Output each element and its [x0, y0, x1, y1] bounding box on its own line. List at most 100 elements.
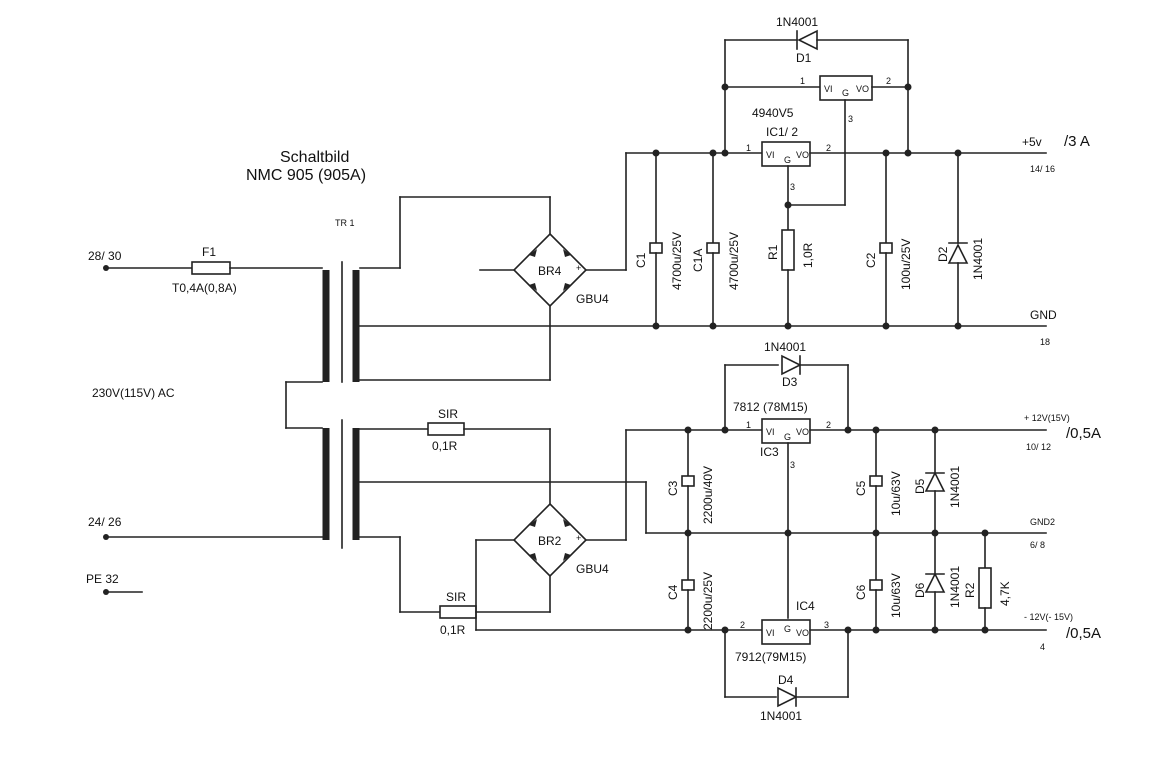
pin-primary-b: 24/ 26	[88, 515, 122, 529]
junctions-12v	[684, 426, 989, 634]
d5-value: 1N4001	[948, 466, 962, 508]
diode-d6: D6 1N4001	[913, 532, 962, 631]
c2-ref: C2	[864, 252, 878, 268]
resistor-r1: R1 1,0R	[766, 165, 815, 327]
svg-text:VI: VI	[766, 427, 775, 437]
r2-ref: R2	[963, 582, 977, 598]
ic3-part: 7812 (78M15)	[733, 400, 808, 414]
svg-text:VI: VI	[766, 628, 775, 638]
d3-ref: D3	[782, 375, 798, 389]
resistor-r2: R2 4,7K	[963, 532, 1012, 631]
r1-value: 1,0R	[801, 242, 815, 268]
c3-ref: C3	[666, 480, 680, 496]
secondary-5v-wiring	[359, 152, 1047, 381]
bridge-br4: BR4 GBU4 +	[512, 232, 609, 308]
br2-ref: BR2	[538, 534, 562, 548]
c6-ref: C6	[854, 584, 868, 600]
resistor-sir-bottom	[439, 605, 477, 619]
primary-voltage: 230V(115V) AC	[92, 386, 175, 400]
regulator-ic3: VI G VO 1 2 3 7812 (78M15) IC3	[733, 400, 831, 619]
regulator-4940v5: VI G VO 1 2 3 4940V5	[724, 75, 909, 206]
d5-ref: D5	[913, 478, 927, 494]
d3-value: 1N4001	[764, 340, 806, 354]
pin-pe: PE 32	[86, 572, 119, 586]
c6-value: 10u/63V	[889, 573, 903, 618]
junctions-5v	[652, 83, 962, 330]
c5-value: 10u/63V	[889, 471, 903, 516]
out-neg12v-current: /0,5A	[1066, 625, 1101, 642]
svg-text:1: 1	[746, 420, 751, 430]
sir-bottom-ref: SIR	[446, 590, 466, 604]
c4-ref: C4	[666, 584, 680, 600]
svg-text:VI: VI	[766, 150, 775, 160]
pin-gnd2: 6/ 8	[1030, 540, 1045, 550]
primary-input: 28/ 30 F1 T0,4A(0,8A) 24/ 26 230V(115V) …	[86, 245, 323, 595]
d4-value: 1N4001	[760, 709, 802, 723]
transformer-ref: TR 1	[335, 218, 355, 228]
c1a-value: 4700u/25V	[727, 232, 741, 290]
fuse-f1	[191, 261, 231, 275]
regulator-ic1: VI G VO 1 2 3 IC1/ 2	[746, 125, 831, 192]
gnd2-label: GND2	[1030, 517, 1055, 527]
diode-d1: 1N4001 D1	[724, 15, 909, 88]
f1-value: T0,4A(0,8A)	[172, 281, 237, 295]
diode-d4: D4 1N4001	[724, 629, 849, 723]
svg-text:2: 2	[826, 420, 831, 430]
capacitor-c4: C4 2200u/25V	[666, 532, 715, 631]
ic4-part: 7912(79M15)	[735, 650, 806, 664]
ic1-ref: IC1/ 2	[766, 125, 798, 139]
capacitor-c5: C5 10u/63V	[854, 429, 903, 534]
capacitor-c3: C3 2200u/40V	[666, 429, 715, 534]
svg-text:VO: VO	[796, 150, 809, 160]
regulator-ic4: VI G VO 2 3 IC4 7912(79M15)	[735, 599, 829, 664]
transformer-tr1: TR 1	[285, 218, 360, 549]
secondary-12v-wiring: SIR 0,1R SIR 0,1R	[359, 407, 1047, 637]
out-12v-current: /0,5A	[1066, 425, 1101, 442]
sir-top-ref: SIR	[438, 407, 458, 421]
svg-text:G: G	[784, 155, 791, 165]
resistor-sir-top	[427, 422, 465, 436]
svg-text:VI: VI	[824, 84, 833, 94]
f1-ref: F1	[202, 245, 216, 259]
svg-text:3: 3	[790, 182, 795, 192]
c3-value: 2200u/40V	[701, 466, 715, 524]
pin-out-neg12v: 4	[1040, 642, 1045, 652]
pin-primary-a: 28/ 30	[88, 249, 122, 263]
svg-text:2: 2	[886, 76, 891, 86]
sir-bottom-value: 0,1R	[440, 623, 466, 637]
d1-ref: D1	[796, 51, 812, 65]
capacitor-c1: C1 4700u/25V	[634, 152, 684, 327]
r2-value: 4,7K	[998, 581, 1012, 606]
rail-neg12v: - 12V(- 15V) /0,5A 4	[809, 612, 1101, 652]
d1-value: 1N4001	[776, 15, 818, 29]
br2-plus: +	[576, 533, 581, 543]
svg-text:2: 2	[740, 620, 745, 630]
title-line1: Schaltbild	[280, 149, 349, 166]
rail-5v: +5v /3 A 14/ 16 GND 18	[809, 133, 1090, 347]
capacitor-c1a: C1A 4700u/25V	[691, 152, 741, 327]
d2-ref: D2	[936, 246, 950, 262]
out-neg12v-label: - 12V(- 15V)	[1024, 612, 1073, 622]
svg-text:3: 3	[790, 460, 795, 470]
svg-text:VO: VO	[796, 427, 809, 437]
c1-ref: C1	[634, 252, 648, 268]
bridge-br2: BR2 GBU4 +	[512, 502, 609, 578]
c2-value: 100u/25V	[899, 239, 913, 290]
out-12v-label: + 12V(15V)	[1024, 413, 1070, 423]
svg-text:3: 3	[848, 114, 853, 124]
c4-value: 2200u/25V	[701, 572, 715, 630]
sir-top-value: 0,1R	[432, 439, 458, 453]
svg-text:1: 1	[800, 76, 805, 86]
svg-text:VO: VO	[856, 84, 869, 94]
diode-d2: D2 1N4001	[936, 152, 985, 327]
title-line2: NMC 905 (905A)	[246, 167, 366, 184]
d4-ref: D4	[778, 673, 794, 687]
diode-d5: D5 1N4001	[913, 429, 962, 534]
svg-text:G: G	[784, 432, 791, 442]
c1-value: 4700u/25V	[670, 232, 684, 290]
br4-type: GBU4	[576, 292, 609, 306]
r1-ref: R1	[766, 244, 780, 260]
ic3-ref: IC3	[760, 445, 779, 459]
br4-plus: +	[576, 263, 581, 273]
